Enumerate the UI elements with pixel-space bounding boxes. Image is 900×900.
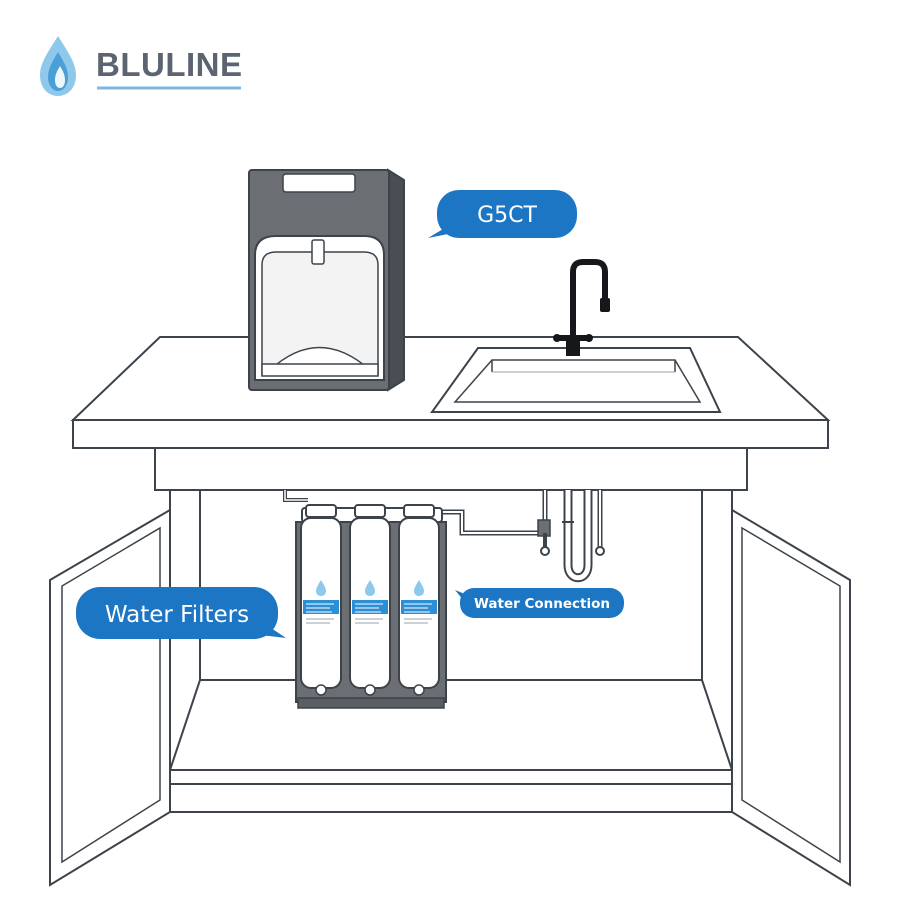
left-cabinet-door <box>49 508 171 887</box>
water-dispenser <box>248 168 405 392</box>
water-filter-cartridge <box>398 504 440 696</box>
callout-water-connection-label: Water Connection <box>474 596 610 612</box>
filter-system <box>295 504 447 709</box>
callout-water-filters: Water Filters <box>76 587 286 639</box>
drop-logo-icon <box>365 580 375 596</box>
brand-name: BLULINE <box>96 46 243 83</box>
cabinet-apron <box>154 447 748 491</box>
callout-g5ct: G5CT <box>428 190 577 238</box>
water-drop-icon <box>40 36 76 96</box>
brand-logo: BLULINE <box>40 36 243 96</box>
water-filter-cartridge <box>300 504 342 696</box>
cabinet-shelf <box>168 679 734 771</box>
water-filter-cartridge <box>349 504 391 696</box>
drop-logo-icon <box>414 580 424 596</box>
dispenser-display <box>282 173 356 193</box>
callout-g5ct-label: G5CT <box>477 203 537 228</box>
callout-water-connection: Water Connection <box>455 588 624 618</box>
plumbing <box>283 490 605 583</box>
faucet <box>553 259 610 356</box>
callout-water-filters-label: Water Filters <box>105 602 249 628</box>
sink <box>430 347 722 413</box>
countertop-edge <box>72 419 829 449</box>
drop-logo-icon <box>316 580 326 596</box>
right-cabinet-door <box>731 508 851 887</box>
